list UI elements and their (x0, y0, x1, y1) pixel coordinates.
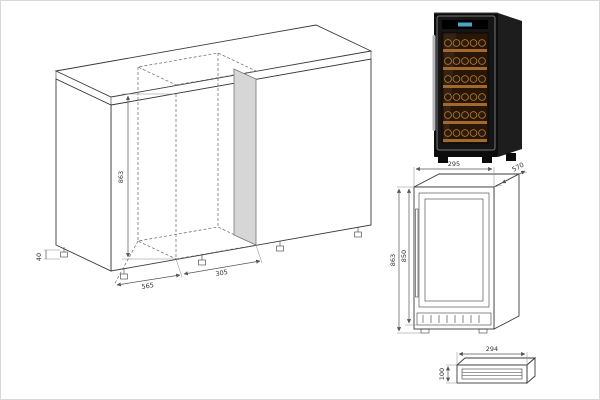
drawing-vent (416, 312, 492, 326)
wine-bottle-end (444, 111, 452, 119)
wine-bottle-end (461, 129, 469, 137)
display-screen (458, 22, 472, 27)
unit-height-label: 863 (389, 254, 397, 266)
unit-width-label: 295 (448, 160, 460, 168)
wine-bottle-end (444, 129, 452, 137)
wine-bottle-end (461, 57, 469, 65)
wine-bottle-end (478, 111, 486, 119)
drawing-door-handle (415, 208, 419, 298)
wine-bottle-end (452, 57, 461, 65)
niche-height-label: 863 (117, 171, 125, 183)
door-handle (432, 35, 436, 131)
unit-width-dimension: 295 (413, 160, 495, 187)
wine-bottle-end (469, 93, 478, 101)
unit-inner-height-dimension: 850 (400, 188, 417, 326)
wine-bottle-end (444, 57, 452, 65)
wine-bottle-end (478, 93, 486, 101)
unit-height-dimension: 863 (389, 186, 421, 334)
front-foot-left (438, 157, 448, 163)
niche-width-dimension: 305 (175, 244, 263, 278)
unit-dimension-drawing: 295 570 863 850 (389, 160, 537, 384)
wine-bottle-end (469, 129, 478, 137)
cooler-side-panel (498, 13, 522, 157)
niche-side-panel (233, 68, 257, 246)
wine-bottle-end (461, 75, 469, 83)
niche-width-label: 305 (215, 268, 229, 278)
niche-outline (136, 52, 258, 260)
shelf-front (443, 85, 487, 88)
wine-bottle-end (444, 39, 452, 47)
wine-bottle-end (444, 75, 452, 83)
wine-bottle-end (461, 111, 469, 119)
shelf-front (443, 139, 487, 142)
wine-bottle-end (478, 57, 486, 65)
wine-bottle-end (452, 39, 461, 47)
wine-bottle-end (478, 129, 486, 137)
plinth-height-label: 100 (438, 368, 446, 380)
unit-inner-height-label: 850 (400, 250, 408, 262)
wine-bottle-end (452, 111, 461, 119)
shelf-front (443, 49, 487, 52)
wine-bottle-end (461, 93, 469, 101)
floor-clearance-dimension: 40 (35, 249, 60, 261)
niche-height-dimension: 863 (117, 93, 174, 260)
counter-body (54, 24, 373, 272)
wine-bottle-end (452, 93, 461, 101)
wine-bottle-end (478, 75, 486, 83)
wine-bottle-end (478, 39, 486, 47)
wine-bottle-end (469, 39, 478, 47)
plinth-dimension-drawing: 294 100 (438, 345, 537, 384)
wine-bottle-end (469, 111, 478, 119)
shelf-front (443, 67, 487, 70)
rear-foot (506, 153, 516, 161)
shelf-front (443, 121, 487, 124)
unit-outline (413, 173, 520, 334)
wine-bottle-end (461, 39, 469, 47)
wine-cooler-photo (432, 12, 522, 163)
shelf-front (443, 103, 487, 106)
bottle-shelves (443, 39, 487, 142)
niche-depth-label: 565 (141, 281, 155, 291)
cabinet-cutout-diagram: 863 305 565 40 (35, 24, 373, 291)
vent-slats (422, 315, 480, 323)
plinth-width-label: 294 (486, 345, 498, 353)
cooler-body (432, 12, 522, 163)
wine-bottle-end (452, 129, 461, 137)
wine-bottle-end (452, 75, 461, 83)
wine-bottle-end (469, 75, 478, 83)
niche-depth-dimension: 565 (113, 240, 181, 291)
front-foot-right (482, 157, 492, 163)
wine-bottle-end (469, 57, 478, 65)
floor-clearance-label: 40 (35, 253, 43, 261)
wine-bottle-end (444, 93, 452, 101)
